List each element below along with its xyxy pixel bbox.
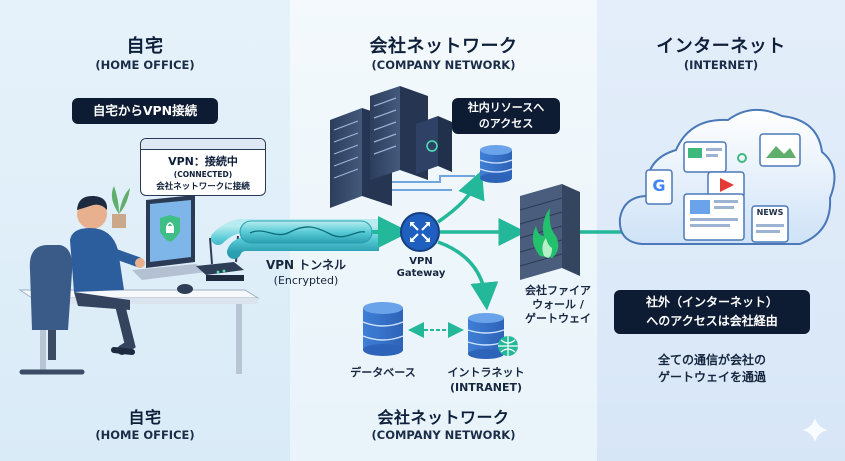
internet-access-bubble: 社外（インターネット） へのアクセスは会社経由 (614, 290, 810, 334)
resource-access-bubble: 社内リソースへ のアクセス (452, 98, 560, 134)
status-line-2: (CONNECTED) (173, 170, 233, 179)
company-network-title: 会社ネットワーク (369, 36, 518, 57)
vpn-status-bubble: VPN：接続中 (CONNECTED) 会社ネットワークに接続 (140, 138, 266, 196)
tunnel-label: VPN トンネル (265, 258, 347, 272)
internet-bubble-line-2: へのアクセスは会社経由 (646, 314, 778, 328)
plant (111, 186, 130, 228)
home-office-title: 自宅 (126, 36, 164, 57)
company-network-bottom-title: 会社ネットワーク (377, 408, 510, 427)
google-logo-icon: G (652, 176, 666, 195)
home-office-subtitle: (HOME OFFICE) (95, 58, 195, 72)
resource-database (479, 145, 513, 183)
sparkle-icon (802, 418, 828, 442)
tunnel-sublabel: (Encrypted) (273, 274, 339, 287)
server-rack (330, 86, 475, 208)
resource-bubble-line-2: のアクセス (478, 117, 534, 130)
gateway-label-line-1: VPN (409, 256, 433, 267)
firewall (519, 184, 580, 280)
gateway-note-line-1: 全ての通信が会社の (657, 353, 766, 367)
vpn-connect-bubble: 自宅からVPN接続 (72, 98, 218, 124)
arrow-to-intranet (437, 240, 499, 311)
intranet-sublabel: (INTRANET) (449, 381, 523, 394)
home-office-bottom-subtitle: (HOME OFFICE) (95, 428, 195, 442)
person (70, 195, 145, 355)
intranet-server (467, 313, 518, 359)
internet-title: インターネット (656, 36, 786, 57)
firewall-label-line-1: 会社ファイア (525, 284, 591, 297)
company-network-subtitle: (COMPANY NETWORK) (371, 58, 516, 72)
database-label: データベース (350, 366, 416, 379)
company-network-bottom-subtitle: (COMPANY NETWORK) (371, 428, 516, 442)
internet-cloud (618, 109, 836, 245)
status-window-bar (141, 139, 265, 150)
internet-bubble-line-1: 社外（インターネット） (645, 295, 778, 309)
gateway-note-line-2: ゲートウェイを通過 (657, 370, 766, 384)
news-icon: NEWS (756, 208, 784, 217)
vpn-gateway-router (400, 212, 440, 252)
firewall-label-line-2: ウォール / (532, 298, 584, 311)
vpn-tunnel (211, 216, 410, 259)
laptop (132, 195, 206, 280)
mouse (177, 284, 193, 294)
office-chair (19, 245, 85, 375)
home-office-bottom-title: 自宅 (128, 408, 162, 427)
status-line-3: 会社ネットワークに接続 (156, 182, 250, 192)
intranet-label: イントラネット (447, 366, 525, 379)
arrow-to-resource (437, 170, 485, 224)
internet-subtitle: (INTERNET) (683, 58, 759, 72)
resource-bubble-line-1: 社内リソースへ (467, 101, 545, 114)
database (362, 302, 404, 356)
status-line-1: VPN：接続中 (168, 155, 238, 168)
gateway-label-line-2: Gateway (396, 268, 446, 279)
firewall-label-line-3: ゲートウェイ (525, 312, 591, 325)
